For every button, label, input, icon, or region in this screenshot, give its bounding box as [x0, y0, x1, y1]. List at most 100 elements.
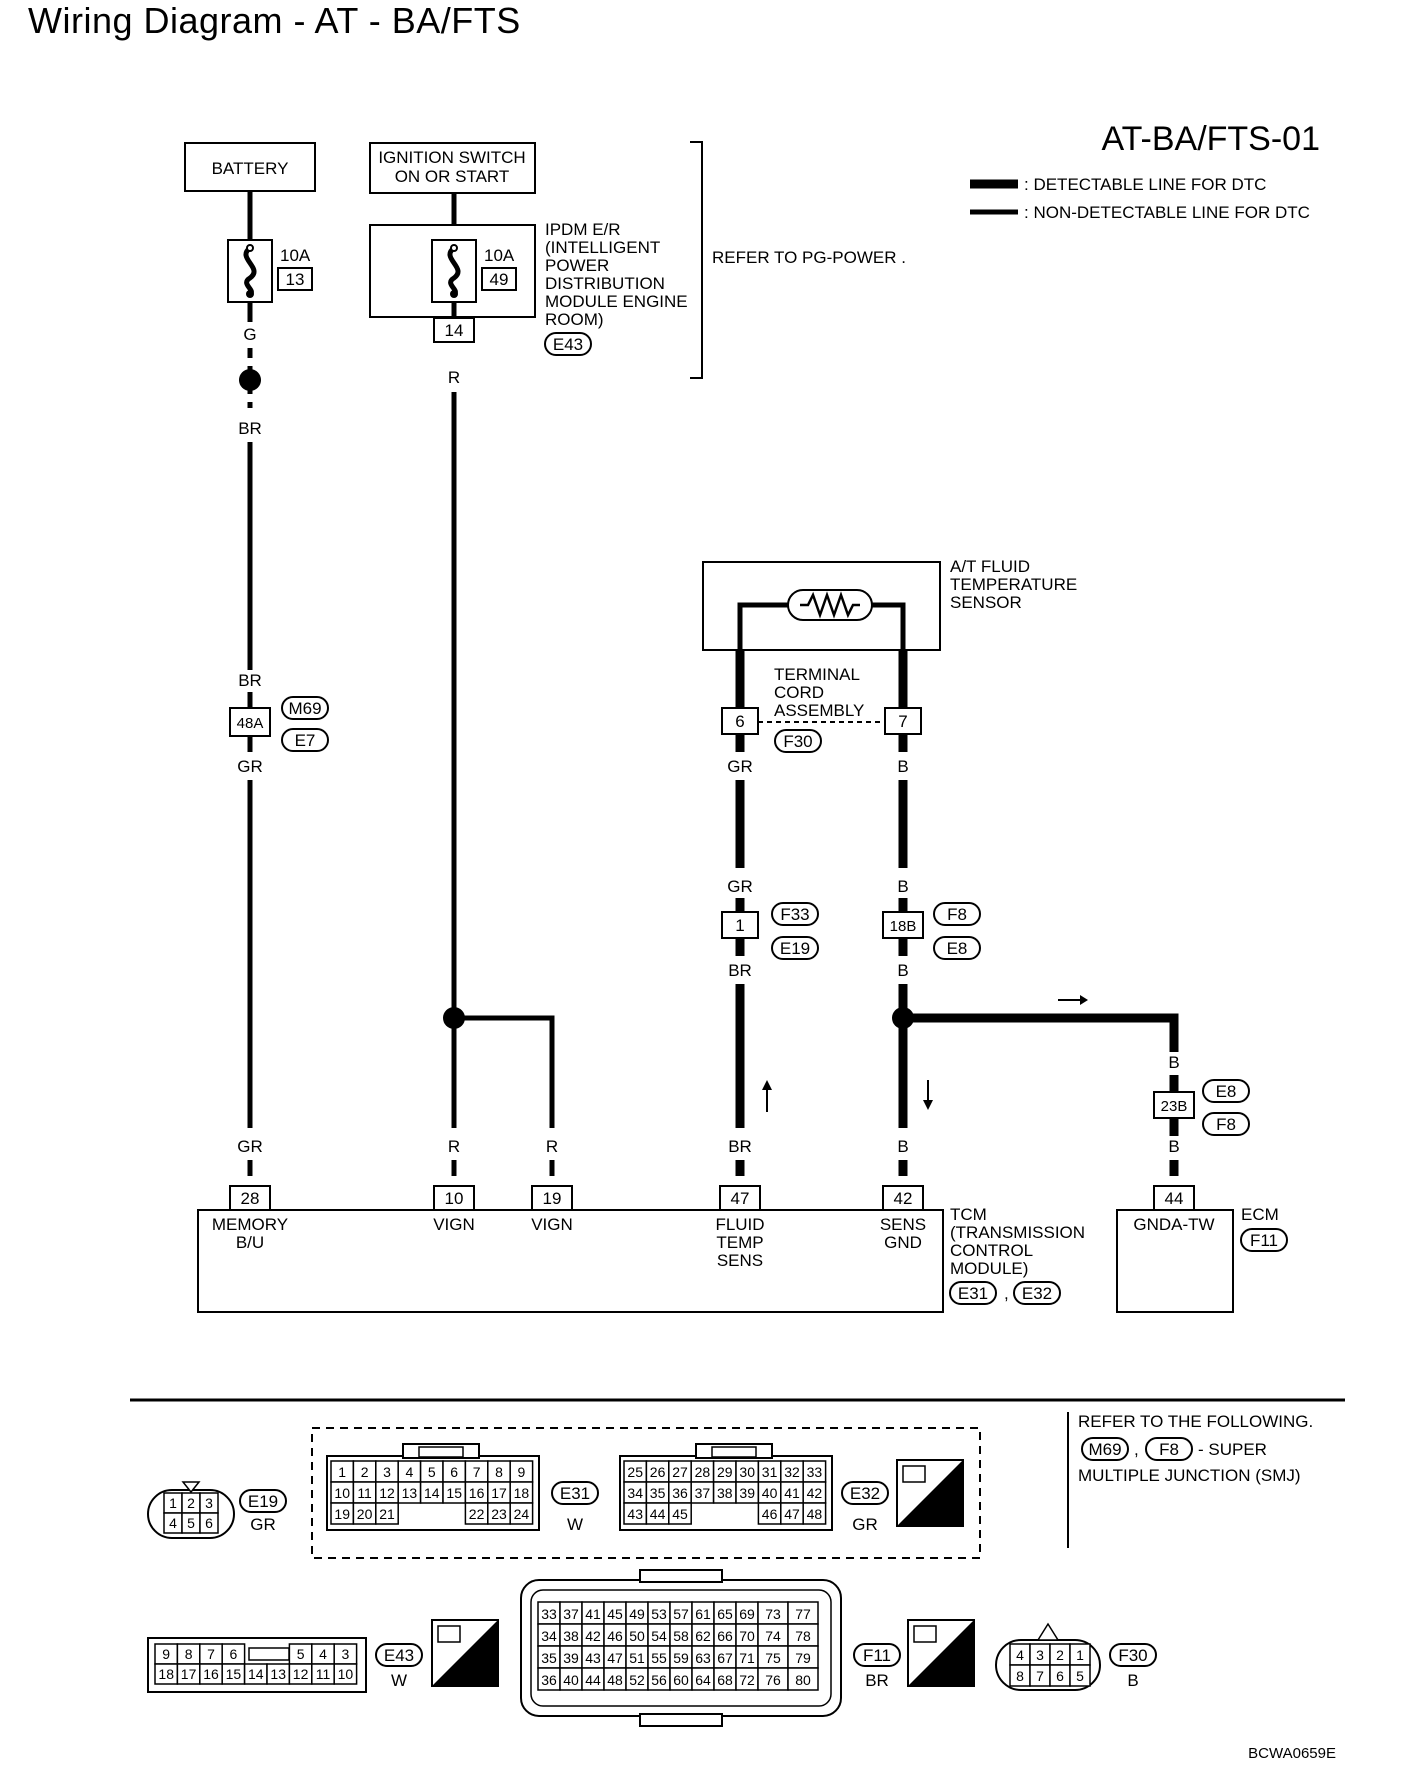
connector-f11-pin: 56 — [651, 1672, 667, 1688]
connector-e43-color: W — [391, 1671, 407, 1690]
connector-f11-pin: 52 — [629, 1672, 645, 1688]
refer-pg-power: REFER TO PG-POWER . — [712, 248, 906, 267]
connector-e43-pin: 12 — [293, 1666, 309, 1682]
tcm-connector-group — [311, 1427, 981, 1559]
ipdm-connector-e43: E43 — [553, 335, 583, 354]
connector-f8: F8 — [947, 905, 967, 924]
connector-e32-color: GR — [852, 1515, 878, 1534]
tcm-terminal-19-label: VIGN — [531, 1215, 573, 1234]
connector-e31-pin: 13 — [402, 1485, 418, 1501]
connector-f11-pin: 61 — [695, 1606, 711, 1622]
tcm-terminal-10: 10 VIGN — [433, 1185, 475, 1234]
connector-e31-pin: 1 — [338, 1464, 346, 1480]
battery-box — [184, 142, 316, 192]
connector-e19-color: GR — [250, 1515, 276, 1534]
ipdm-label-4: DISTRIBUTION — [545, 274, 665, 293]
connector-e32-pin: 46 — [762, 1506, 778, 1522]
connector-f30-pin: 8 — [1016, 1668, 1024, 1684]
ipdm-label-3: POWER — [545, 256, 609, 275]
connector-f11-pin: 64 — [695, 1672, 711, 1688]
tcm-label-2: (TRANSMISSION — [950, 1223, 1085, 1242]
connector-e31-pin: 11 — [357, 1485, 372, 1501]
connector-e32-pin: 44 — [650, 1506, 666, 1522]
connector-e43-pin: 11 — [316, 1666, 331, 1682]
wire-color-b-1: B — [897, 757, 908, 776]
connector-f11-pin: 66 — [717, 1628, 733, 1644]
connector-e31-pin: 19 — [334, 1506, 350, 1522]
connector-f11-pin: 70 — [739, 1628, 755, 1644]
connector-f11-pin: 39 — [563, 1650, 579, 1666]
connector-f11-pin: 37 — [563, 1606, 579, 1622]
connector-f11-pin: 75 — [765, 1650, 781, 1666]
connector-f11-pin: 76 — [765, 1672, 781, 1688]
connector-e32-pin: 47 — [784, 1506, 800, 1522]
connector-e31-pin: 8 — [495, 1464, 503, 1480]
connector-e31-pin: 9 — [518, 1464, 526, 1480]
connector-e31-pin: 4 — [406, 1464, 414, 1480]
connector-f11-pin: 33 — [541, 1606, 557, 1622]
connector-f30: F30 — [783, 732, 812, 751]
splice-battery — [239, 369, 261, 391]
connector-f11-pin: 67 — [717, 1650, 733, 1666]
connector-e43-pin: 8 — [185, 1646, 193, 1662]
connector-e32-pin: 33 — [807, 1464, 823, 1480]
wire-color-gr-2: GR — [237, 1137, 263, 1156]
svg-text:42: 42 — [894, 1189, 913, 1208]
connector-e31-pin: 2 — [361, 1464, 369, 1480]
connector-e43-pin: 3 — [342, 1646, 350, 1662]
tcm-terminal-28-label-2: B/U — [236, 1233, 264, 1252]
wire-color-g: G — [243, 325, 256, 344]
ipdm-label-2: (INTELLIGENT — [545, 238, 660, 257]
connector-e43-pin: 14 — [248, 1666, 264, 1682]
connector-e32-pin: 34 — [627, 1485, 643, 1501]
connector-e8-pin-23b — [1153, 1091, 1195, 1119]
connector-e8-pin-23b-label: 23B — [1161, 1098, 1188, 1115]
connector-e19-pin: 5 — [187, 1515, 195, 1531]
connector-e32-pin: 30 — [739, 1464, 755, 1480]
connector-f33: F33 — [780, 905, 809, 924]
connector-e31-pin: 21 — [379, 1506, 395, 1522]
connector-e31-pin: 24 — [514, 1506, 530, 1522]
connector-e19: E19 — [780, 939, 810, 958]
connector-e19-face-id: E19 — [248, 1492, 278, 1511]
connector-f11-pin: 38 — [563, 1628, 579, 1644]
connector-e32-pin: 35 — [650, 1485, 666, 1501]
refer-following-f8: F8 — [1159, 1440, 1179, 1459]
tcm-label-3: CONTROL — [950, 1241, 1033, 1260]
battery-label: BATTERY — [212, 159, 289, 178]
wire-color-gr-4: GR — [727, 877, 753, 896]
wire-color-gr-3: GR — [727, 757, 753, 776]
ecm-box — [1116, 1209, 1234, 1313]
connector-f30-pin: 1 — [1076, 1647, 1084, 1663]
connector-e32-pin: 26 — [650, 1464, 666, 1480]
connector-e43-pin: 6 — [230, 1646, 238, 1662]
tcm-terminal-10-label: VIGN — [433, 1215, 475, 1234]
wire-color-b-4: B — [897, 1137, 908, 1156]
fuse-13-number: 13 — [286, 270, 305, 289]
refer-following-super: - SUPER — [1198, 1440, 1267, 1459]
terminal-cord-label-1: TERMINAL — [774, 665, 860, 684]
connector-f30-color: B — [1127, 1671, 1138, 1690]
ignition-label-1: IGNITION SWITCH — [378, 148, 525, 167]
connector-f30-pin: 2 — [1056, 1647, 1064, 1663]
connector-e32-pin: 45 — [672, 1506, 688, 1522]
connector-e19-pin: 3 — [205, 1495, 213, 1511]
hs-icon-3-label: H.S. — [935, 1663, 968, 1682]
wire-color-r-2: R — [448, 1137, 460, 1156]
arrow-up-icon — [762, 1080, 772, 1090]
connector-e43-pin: 16 — [203, 1666, 219, 1682]
connector-e8: E8 — [947, 939, 968, 958]
connector-m69: M69 — [288, 699, 321, 718]
tcm-terminal-42: 42 SENS GND — [880, 1185, 926, 1252]
wire-color-b-5: B — [1168, 1053, 1179, 1072]
connector-f30-pin-7-label: 7 — [898, 712, 907, 731]
connector-f11-pin: 49 — [629, 1606, 645, 1622]
legend-detectable: : DETECTABLE LINE FOR DTC — [1024, 175, 1266, 194]
connector-f11-pin: 54 — [651, 1628, 667, 1644]
sensor-label-2: TEMPERATURE — [950, 575, 1077, 594]
legend-non-detectable: : NON-DETECTABLE LINE FOR DTC — [1024, 203, 1310, 222]
fuse-49-amp: 10A — [484, 246, 515, 265]
ipdm-terminal-14-label: 14 — [445, 321, 464, 340]
connector-f11-face-id: F11 — [863, 1646, 891, 1665]
